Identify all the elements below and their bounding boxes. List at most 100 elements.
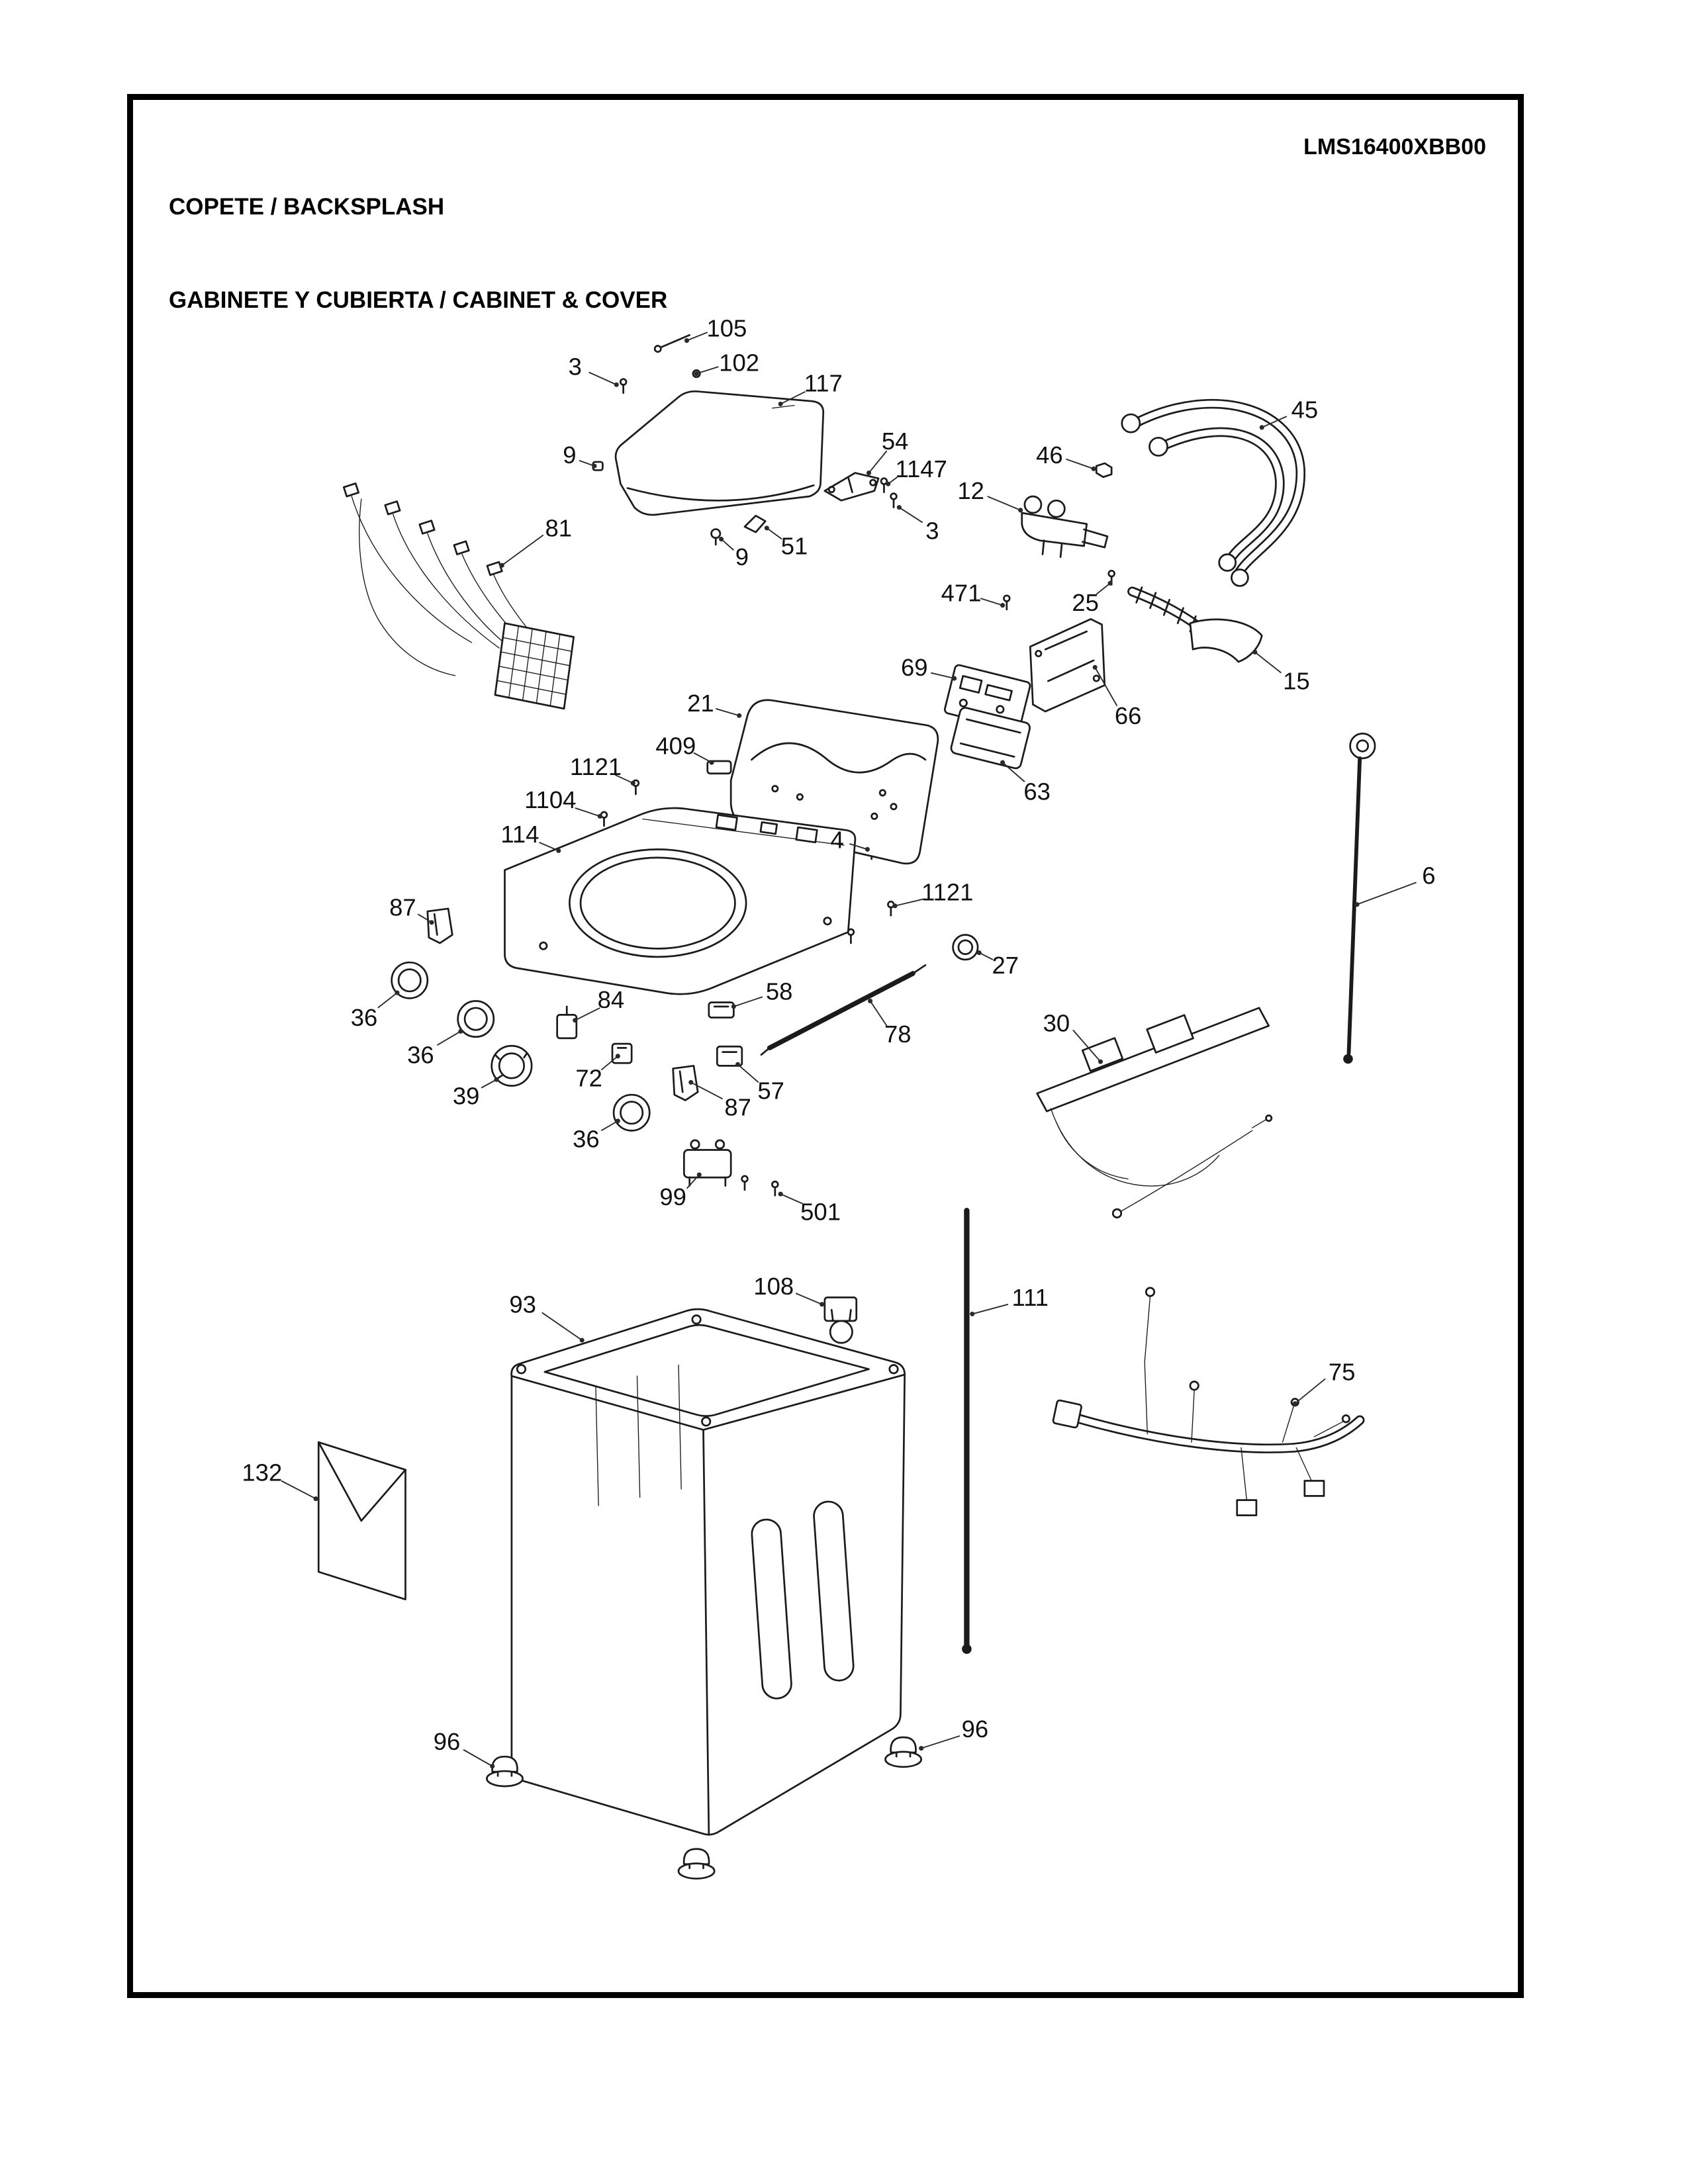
leader-dot xyxy=(709,760,714,765)
part-label-111: 111 xyxy=(1012,1284,1049,1311)
leader-line xyxy=(978,952,994,960)
part-foot-center xyxy=(677,1848,716,1880)
part-label-84: 84 xyxy=(598,986,625,1013)
leader-dot xyxy=(688,1079,694,1085)
part-label-6: 6 xyxy=(1422,862,1435,889)
part-screw-1147 xyxy=(880,477,888,494)
leader-line xyxy=(931,672,955,679)
leader-line xyxy=(1254,651,1282,674)
leader-line xyxy=(849,843,868,850)
part-label-96: 96 xyxy=(434,1728,461,1755)
part-label-3: 3 xyxy=(569,353,582,381)
leader-line xyxy=(1096,582,1111,595)
part-label-105: 105 xyxy=(707,314,747,341)
leader-dot xyxy=(696,1172,702,1177)
part-label-102: 102 xyxy=(719,349,759,376)
leader-line xyxy=(733,996,763,1007)
leader-line xyxy=(921,1735,961,1749)
leader-line xyxy=(377,992,398,1009)
part-screw-misc-c xyxy=(741,1175,749,1191)
leader-line xyxy=(898,506,923,523)
leader-dot xyxy=(579,1338,585,1343)
part-label-72: 72 xyxy=(575,1065,602,1092)
part-inlet-hose-15 xyxy=(1127,586,1263,663)
part-label-58: 58 xyxy=(766,978,793,1005)
part-label-93: 93 xyxy=(509,1291,536,1318)
part-clip-58 xyxy=(708,1001,735,1019)
leader-dot xyxy=(952,676,957,681)
leader-dot xyxy=(1000,760,1006,765)
part-label-108: 108 xyxy=(753,1273,794,1300)
leader-dot xyxy=(970,1311,975,1316)
leader-dot xyxy=(1091,466,1096,471)
leader-line xyxy=(501,534,544,566)
part-screw-501 xyxy=(771,1180,779,1197)
leader-dot xyxy=(1018,508,1023,513)
part-control-cover-63 xyxy=(950,707,1031,770)
leader-line xyxy=(1002,762,1025,782)
leader-dot xyxy=(735,1062,741,1067)
part-label-25: 25 xyxy=(1072,589,1099,616)
leader-dot xyxy=(597,813,602,819)
part-cabinet-93 xyxy=(510,1308,906,1836)
part-label-117: 117 xyxy=(804,370,843,397)
part-label-39: 39 xyxy=(453,1083,480,1110)
part-damper-87a xyxy=(426,907,453,944)
leader-dot xyxy=(429,920,434,925)
part-label-69: 69 xyxy=(901,654,928,681)
leader-dot xyxy=(896,505,902,510)
part-screw-1104 xyxy=(600,811,608,827)
part-label-1104: 1104 xyxy=(524,786,576,813)
leader-line xyxy=(868,450,888,474)
parts-layer xyxy=(317,334,1376,1880)
part-label-21: 21 xyxy=(687,690,714,717)
leader-dot xyxy=(865,846,870,852)
part-label-51: 51 xyxy=(781,532,808,559)
leader-dot xyxy=(976,950,982,956)
leader-line xyxy=(780,1193,803,1205)
part-label-471: 471 xyxy=(941,579,982,606)
leader-line xyxy=(972,1303,1009,1315)
part-label-36: 36 xyxy=(573,1125,600,1152)
leader-dot xyxy=(694,371,699,377)
part-label-87: 87 xyxy=(724,1093,751,1120)
part-label-3: 3 xyxy=(925,518,939,545)
part-foot-96-right xyxy=(884,1736,923,1768)
leader-line xyxy=(720,538,734,551)
leader-dot xyxy=(731,1004,736,1009)
leader-line xyxy=(600,1056,618,1071)
leader-dot xyxy=(737,713,742,718)
part-bracket-66 xyxy=(1029,618,1106,713)
leader-line xyxy=(1294,1378,1326,1404)
part-hinge-pin-105 xyxy=(653,334,691,353)
part-label-87: 87 xyxy=(389,893,416,921)
leader-line xyxy=(1072,1029,1102,1062)
part-nut-46 xyxy=(1095,462,1113,478)
leader-line xyxy=(575,807,600,817)
part-label-36: 36 xyxy=(407,1041,434,1068)
leader-dot xyxy=(614,382,619,387)
part-hinge-54 xyxy=(823,472,880,502)
page-title: COPETE / BACKSPLASH GABINETE Y CUBIERTA … xyxy=(169,129,667,378)
part-label-99: 99 xyxy=(659,1183,686,1210)
part-label-114: 114 xyxy=(500,821,539,848)
part-label-409: 409 xyxy=(655,733,696,760)
part-bracket-57 xyxy=(716,1045,743,1067)
part-lid-117 xyxy=(614,390,825,516)
leader-dot xyxy=(778,1191,783,1197)
part-rod-78 xyxy=(760,964,927,1056)
part-plate-409 xyxy=(706,760,732,775)
leader-line xyxy=(463,1749,493,1767)
part-bracket-84 xyxy=(556,1005,578,1040)
part-label-63: 63 xyxy=(1023,778,1051,805)
part-label-501: 501 xyxy=(800,1199,841,1226)
leader-dot xyxy=(1259,425,1264,430)
leader-dot xyxy=(684,338,690,343)
leader-line xyxy=(766,527,782,540)
part-water-valve-12 xyxy=(1021,495,1109,559)
leader-line xyxy=(980,598,1003,606)
leader-line xyxy=(579,459,595,467)
